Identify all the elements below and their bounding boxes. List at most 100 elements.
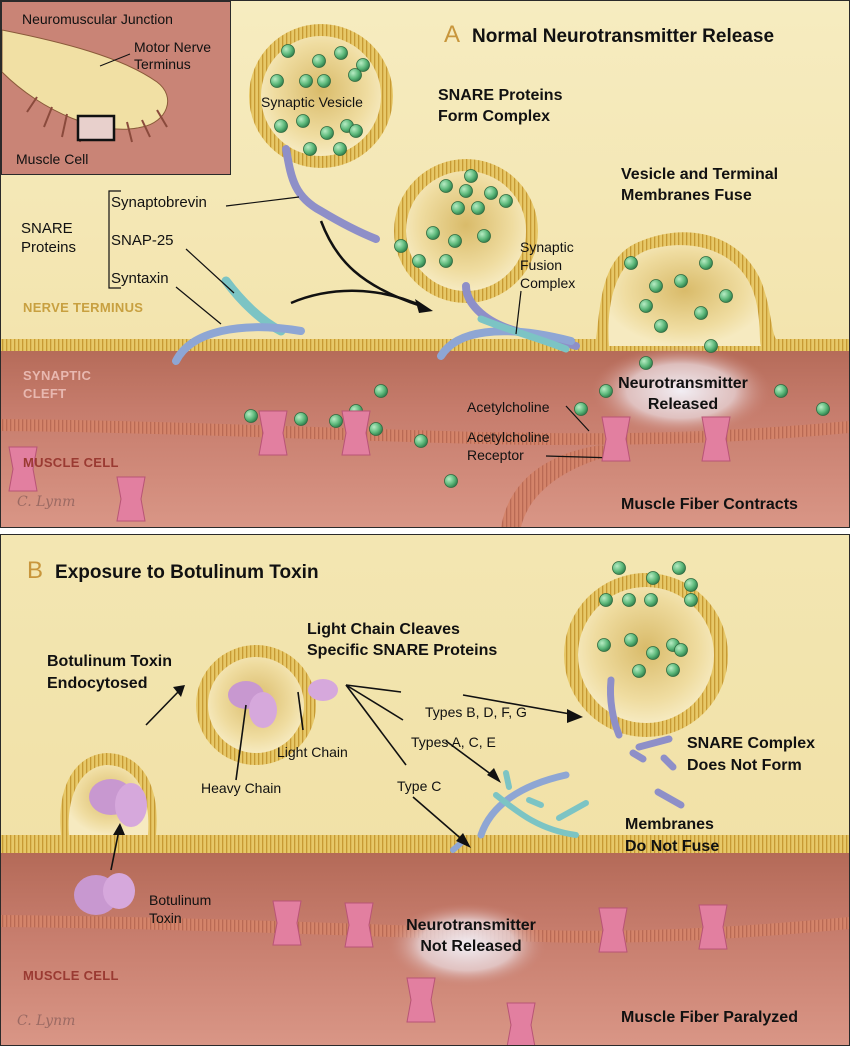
ach-receptor-shape: [406, 977, 436, 1023]
light-chain-cleaves-label-2: Specific SNARE Proteins: [307, 642, 498, 659]
ach-receptor-shape: [344, 902, 374, 948]
heavy-chain-label: Heavy Chain: [201, 780, 282, 796]
neurotransmitter-dot: [646, 646, 660, 660]
snare-not-form-label-1: SNARE Complex: [687, 735, 816, 752]
motor-nerve-shape: [2, 29, 169, 130]
snare-proteins-label-1: SNARE: [21, 220, 73, 237]
neurotransmitter-dot: [704, 339, 718, 353]
types-bdfg-label: Types B, D, F, G: [425, 704, 527, 720]
neurotransmitter-dot: [444, 474, 458, 488]
muscle-contracts-label: Muscle Fiber Contracts: [621, 496, 798, 513]
neurotransmitter-dot: [356, 58, 370, 72]
neurotransmitter-dot: [639, 299, 653, 313]
neurotransmitter-dot: [296, 114, 310, 128]
neurotransmitter-dot: [477, 229, 491, 243]
neurotransmitter-dot: [622, 593, 636, 607]
inset-title: Neuromuscular Junction: [22, 11, 173, 27]
paralyzed-label: Muscle Fiber Paralyzed: [621, 1009, 798, 1026]
nt-released-label-1: Neurotransmitter: [618, 375, 748, 392]
light-chain-cleaves-label-1: Light Chain Cleaves: [307, 621, 460, 638]
neurotransmitter-dot: [451, 201, 465, 215]
neurotransmitter-dot: [816, 402, 830, 416]
neurotransmitter-dot: [244, 409, 258, 423]
neurotransmitter-dot: [654, 319, 668, 333]
arrow-snare-to-complex: [290, 289, 427, 310]
presynaptic-membrane-b: [1, 753, 849, 853]
ach-receptor-shape: [701, 416, 731, 462]
neurotransmitter-dot: [333, 142, 347, 156]
neurotransmitter-dot: [274, 119, 288, 133]
neurotransmitter-dot: [597, 638, 611, 652]
panel-a-letter: A: [444, 21, 461, 48]
panel-b-letter: B: [27, 557, 44, 584]
neurotransmitter-dot: [414, 434, 428, 448]
ach-receptor-label-1: Acetylcholine: [467, 429, 550, 445]
botulinum-toxin-label-2: Toxin: [149, 910, 182, 926]
neurotransmitter-dot: [684, 578, 698, 592]
neurotransmitter-dot: [484, 186, 498, 200]
nt-not-released-label-1: Neurotransmitter: [406, 917, 536, 934]
zoom-box: [76, 114, 116, 142]
vesicle-fuse-label-1: Vesicle and Terminal: [621, 166, 779, 183]
nerve-terminus-region-label: NERVE TERMINUS: [23, 300, 144, 315]
neurotransmitter-dot: [464, 169, 478, 183]
nt-not-released-label-2: Not Released: [420, 938, 522, 955]
neurotransmitter-dot: [694, 306, 708, 320]
ach-receptor-label-2: Receptor: [467, 447, 524, 463]
vesicle-fuse-label-2: Membranes Fuse: [621, 187, 752, 204]
neurotransmitter-molecules-b: [597, 561, 698, 678]
neurotransmitter-dot: [574, 402, 588, 416]
ach-receptor-shape: [698, 904, 728, 950]
inset-motor-nerve-label-1: Motor Nerve: [134, 39, 212, 55]
light-chain: [308, 679, 338, 701]
snare-proteins-label-2: Proteins: [21, 239, 77, 256]
neurotransmitter-dot: [774, 384, 788, 398]
neurotransmitter-dot: [624, 633, 638, 647]
neurotransmitter-dot: [412, 254, 426, 268]
neurotransmitter-dot: [317, 74, 331, 88]
neurotransmitter-dot: [646, 571, 660, 585]
neurotransmitter-dot: [329, 414, 343, 428]
syntaxin-protein: [172, 323, 305, 365]
light-chain-label: Light Chain: [277, 744, 348, 760]
inset-muscle-cell-label: Muscle Cell: [16, 151, 89, 167]
neurotransmitter-dot: [649, 279, 663, 293]
ach-receptor-shape: [601, 416, 631, 462]
fusion-snap25: [477, 315, 570, 353]
neurotransmitter-dot: [684, 593, 698, 607]
panel-a-normal-release: Neuromuscular Junction Motor Nerve Termi…: [0, 0, 850, 528]
synaptic-cleft-region-label-2: CLEFT: [23, 386, 67, 401]
neurotransmitter-dot: [374, 384, 388, 398]
neurotransmitter-dot: [349, 124, 363, 138]
snap25-label: SNAP-25: [111, 232, 174, 249]
acetylcholine-label: Acetylcholine: [467, 399, 550, 415]
neurotransmitter-dot: [270, 74, 284, 88]
neurotransmitter-dot: [719, 289, 733, 303]
neurotransmitter-dot: [426, 226, 440, 240]
muscle-membrane: [1, 419, 849, 445]
neurotransmitter-dot: [439, 254, 453, 268]
neurotransmitter-dot: [644, 593, 658, 607]
fusion-complex-label-3: Complex: [520, 275, 576, 291]
ach-receptor-shape: [506, 1002, 536, 1045]
neurotransmitter-dot: [639, 356, 653, 370]
endocytosed-label-1: Botulinum Toxin: [47, 653, 173, 670]
toxin-in-vesicle: [228, 681, 277, 728]
neurotransmitter-dot: [499, 194, 513, 208]
botulinum-toxin-free: [74, 873, 135, 915]
neurotransmitter-dot: [624, 256, 638, 270]
acetylcholine-receptors-b: [272, 900, 728, 1045]
nt-released-label-2: Released: [647, 396, 719, 413]
neurotransmitter-dot: [459, 184, 473, 198]
neurotransmitter-dot: [320, 126, 334, 140]
neurotransmitter-dot: [448, 234, 462, 248]
synaptobrevin-protein: [282, 145, 380, 243]
release-glow: [591, 346, 771, 436]
syntaxin-cleaved: [477, 771, 570, 839]
toxin-in-invagination: [89, 779, 147, 827]
endocytosed-label-2: Endocytosed: [47, 675, 148, 692]
not-released-glow: [387, 903, 547, 987]
